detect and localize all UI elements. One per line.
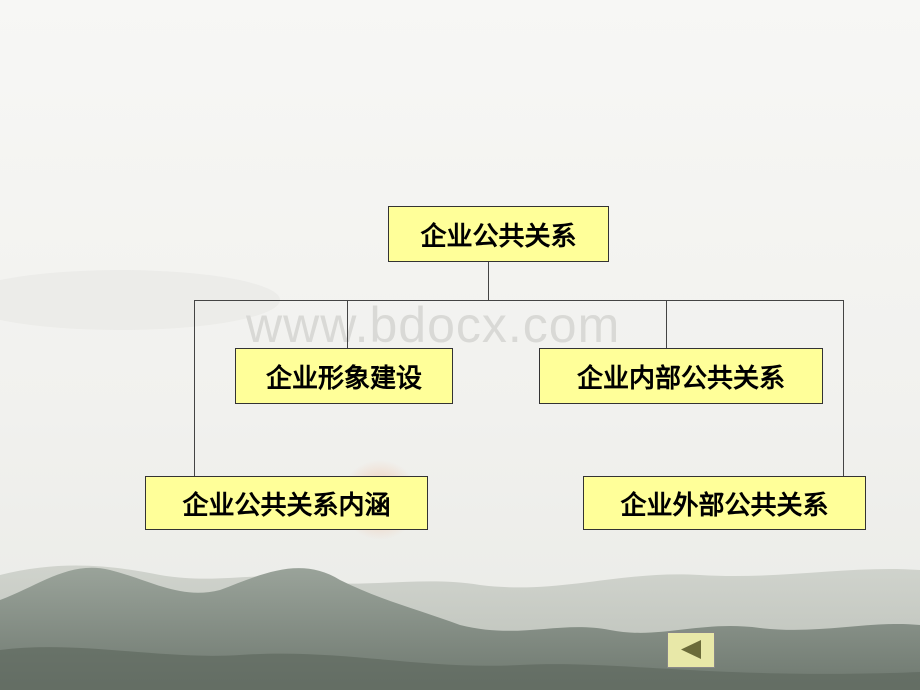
connector-to-external [843,300,844,477]
connector-to-image [347,300,348,348]
triangle-left-icon [681,640,701,659]
connector-to-internal [666,300,667,348]
connector-to-connotation [194,300,195,477]
node-root: 企业公共关系 [388,206,609,262]
watermark-text: www.bdocx.com [246,297,621,353]
node-connotation: 企业公共关系内涵 [145,476,428,530]
connector-root-down [488,262,489,300]
node-image-building: 企业形象建设 [235,348,453,404]
back-button[interactable] [667,632,715,668]
node-internal-relations: 企业内部公共关系 [539,348,823,404]
connector-horizontal-bar [194,300,844,301]
node-external-relations: 企业外部公共关系 [583,476,866,530]
